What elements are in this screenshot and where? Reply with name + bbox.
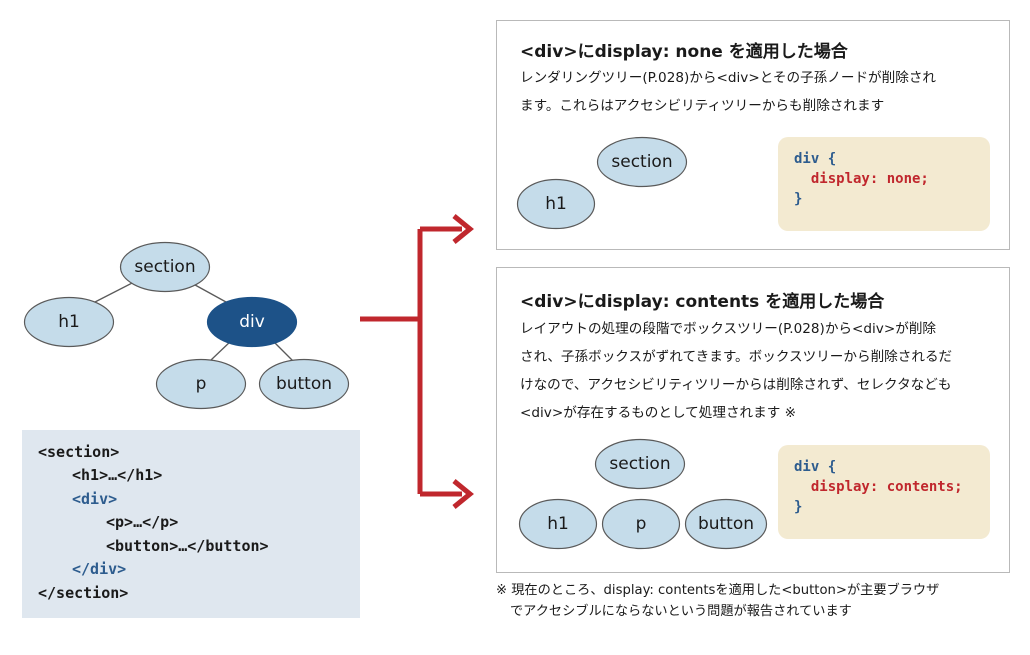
panel-contents-title: <div>にdisplay: contents を適用した場合 bbox=[520, 292, 885, 312]
html-code-line-3: <div> bbox=[72, 490, 118, 508]
panel-none-desc-1: レンダリングツリー(P.028)から<div>とその子孫ノードが削除され bbox=[520, 70, 937, 86]
css-contents-selector: div { bbox=[794, 459, 837, 475]
edge-section-h1 bbox=[94, 279, 139, 303]
html-code-line-1: <section> bbox=[38, 443, 120, 461]
node-div-highlighted bbox=[206, 296, 298, 348]
node-button-label: button bbox=[275, 374, 333, 394]
contents-node-button-label: button bbox=[697, 514, 755, 534]
none-node-h1 bbox=[516, 178, 596, 230]
panel-contents-desc-2: され、子孫ボックスがずれてきます。ボックスツリーから削除されるだ bbox=[520, 349, 953, 365]
css-contents-close: } bbox=[794, 499, 803, 515]
node-section-label: section bbox=[134, 257, 196, 277]
contents-node-section-label: section bbox=[609, 454, 671, 474]
contents-node-h1 bbox=[518, 498, 598, 550]
node-button bbox=[258, 358, 350, 410]
node-p-label: p bbox=[195, 374, 207, 394]
html-code-line-2: <h1>…</h1> bbox=[72, 466, 163, 484]
node-p bbox=[155, 358, 247, 410]
panel-none-title: <div>にdisplay: none を適用した場合 bbox=[520, 42, 848, 62]
css-display-none: div { display: none; } bbox=[778, 137, 990, 231]
html-code-line-7: </section> bbox=[38, 584, 129, 602]
html-code-line-6: </div> bbox=[72, 560, 127, 578]
arrowhead-bottom bbox=[452, 479, 474, 509]
edge-div-button bbox=[271, 339, 295, 363]
css-contents-declaration: display: contents; bbox=[810, 479, 963, 495]
footnote-line-2: でアクセシブルにならないという問題が報告されています bbox=[510, 604, 852, 619]
html-code-block bbox=[22, 430, 360, 618]
html-code-line-5: <button>…</button> bbox=[106, 537, 269, 555]
footnote-line-1: ※ 現在のところ、display: contentsを適用した<button>が… bbox=[496, 583, 940, 598]
css-none-selector: div { bbox=[794, 151, 837, 167]
css-display-contents: div { display: contents; } bbox=[778, 445, 990, 539]
branch-arrow bbox=[360, 226, 462, 497]
html-code-line-4: <p>…</p> bbox=[106, 513, 179, 531]
panel-contents-desc-4: <div>が存在するものとして処理されます ※ bbox=[520, 405, 797, 421]
contents-node-h1-label: h1 bbox=[547, 514, 569, 534]
none-node-section bbox=[596, 136, 688, 188]
none-node-section-label: section bbox=[611, 152, 673, 172]
panel-contents-desc-3: けなので、アクセシビリティツリーからは削除されず、セレクタなども bbox=[520, 377, 952, 393]
node-h1 bbox=[23, 296, 115, 348]
contents-node-button bbox=[684, 498, 768, 550]
panel-contents-desc-1: レイアウトの処理の段階でボックスツリー(P.028)から<div>が削除 bbox=[520, 321, 937, 337]
contents-node-p-label: p bbox=[635, 514, 647, 534]
node-div-label: div bbox=[239, 312, 265, 332]
contents-node-p bbox=[601, 498, 681, 550]
none-node-h1-label: h1 bbox=[545, 194, 567, 214]
css-none-close: } bbox=[794, 191, 803, 207]
panel-none-desc-2: ます。これらはアクセシビリティツリーからも削除されます bbox=[520, 98, 885, 114]
contents-node-section bbox=[594, 438, 686, 490]
arrowhead-top bbox=[452, 214, 474, 244]
css-none-declaration: display: none; bbox=[810, 171, 929, 187]
node-h1-label: h1 bbox=[58, 312, 80, 332]
node-section bbox=[119, 241, 211, 293]
